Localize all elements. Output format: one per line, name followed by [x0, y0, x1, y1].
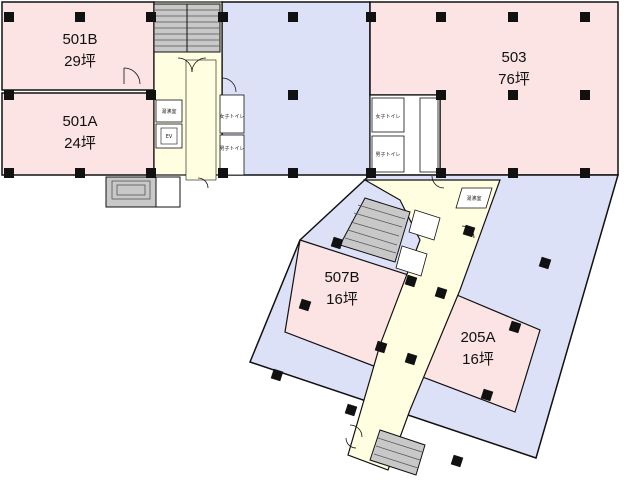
toilet-men-right-label: 男子トイレ	[375, 151, 400, 158]
toilet-women-right	[371, 97, 405, 133]
corridor-left-vertical	[185, 59, 217, 181]
pantry-left	[155, 99, 183, 123]
stair-upper	[153, 3, 221, 53]
toilet-women-left-label: 女子トイレ	[219, 113, 244, 120]
unit-205a-name: 205A	[460, 329, 495, 346]
structural-columns	[4, 12, 590, 468]
unit-501b-name: 501B	[62, 31, 97, 48]
unit-507b-name: 507B	[324, 269, 359, 286]
stair-lower-left	[105, 176, 157, 208]
unit-503-name: 503	[501, 49, 526, 66]
unit-501b-size: 29坪	[64, 53, 96, 70]
elevator-lower-2	[395, 245, 428, 277]
unit-507b-size: 16坪	[326, 291, 358, 308]
toilet-women-left	[219, 94, 245, 134]
corridor-lower	[347, 179, 501, 471]
toilet-men-left-label: 男子トイレ	[219, 145, 244, 152]
elevator-lower-1	[408, 209, 441, 241]
stair-lower-middle	[339, 197, 411, 263]
pantry-lower-label: 湯沸室	[466, 195, 481, 202]
unit-501a-area[interactable]	[1, 92, 155, 176]
toilet-men-right	[371, 135, 405, 173]
unit-205a-size: 16坪	[462, 351, 494, 368]
toilet-women-right-label: 女子トイレ	[375, 113, 400, 120]
pantry-left-label: 湯沸室	[161, 108, 176, 115]
unit-503-size: 76坪	[498, 71, 530, 88]
elevator-left-car	[160, 127, 178, 145]
shaft-right	[419, 97, 439, 173]
vacant-area-center[interactable]	[221, 1, 371, 176]
elevator-left-label: EV	[166, 134, 173, 140]
pantry-lower	[455, 187, 493, 209]
unit-501a-name: 501A	[62, 113, 97, 130]
bay-lower-left	[155, 176, 181, 208]
door-swings	[123, 57, 475, 449]
stair-lower-bottom	[369, 429, 426, 476]
unit-501a-size: 24坪	[64, 135, 96, 152]
